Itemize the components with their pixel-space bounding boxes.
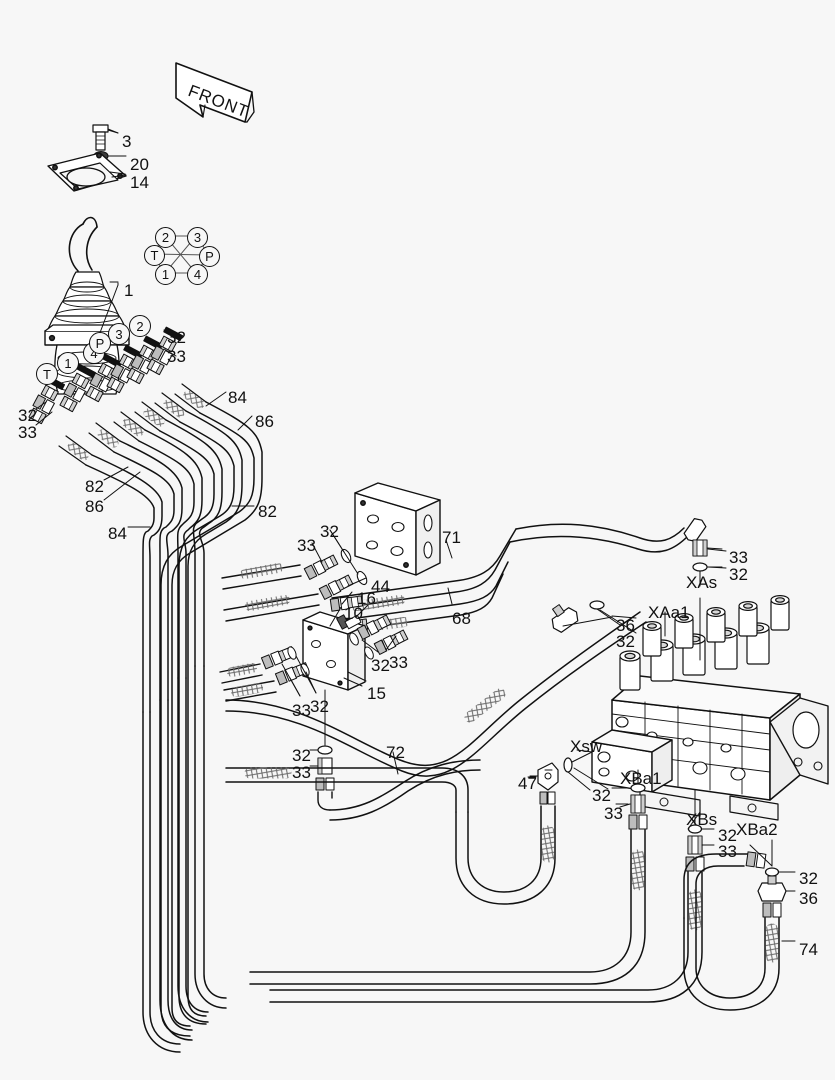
- port-label-xba1: XBa1: [620, 769, 662, 788]
- callout-number: 33: [167, 347, 186, 366]
- callout-number: 72: [386, 743, 405, 762]
- callout-number: 32: [718, 826, 737, 845]
- oring-xaa1: [589, 600, 605, 610]
- callout-number: 71: [442, 528, 461, 547]
- callout-number: 44: [371, 577, 390, 596]
- front-arrow-icon: [175, 62, 255, 123]
- callout-number: 10: [344, 604, 363, 623]
- callout-number: 32: [310, 697, 329, 716]
- callout-number: 32: [729, 565, 748, 584]
- callout-number: 33: [18, 423, 37, 442]
- hose-xsw: [455, 791, 556, 905]
- callout-number: 86: [85, 497, 104, 516]
- port-badge-T: T: [36, 363, 58, 385]
- control-valve-assembly: [591, 595, 829, 821]
- callout-number: 33: [292, 701, 311, 720]
- callout-number: 1: [124, 281, 134, 300]
- callout-number: 36: [616, 616, 635, 635]
- pilot-hose-bundle: [85, 401, 263, 1037]
- callout-number: 32: [592, 786, 611, 805]
- leader-lines: [35, 128, 796, 942]
- callout-number: 47: [518, 774, 537, 793]
- callout-number: 33: [729, 548, 748, 567]
- port-badge-3: 3: [108, 323, 130, 345]
- callout-number: 32: [616, 632, 635, 651]
- callout-number: 33: [718, 842, 737, 861]
- callout-number: 32: [320, 522, 339, 541]
- hose-to-xaa1: [225, 611, 647, 777]
- callout-number: 84: [228, 388, 247, 407]
- port-badge-P: P: [89, 332, 111, 354]
- elbow-part-47: [529, 762, 559, 791]
- callout-number: 82: [85, 477, 104, 496]
- callout-number: 15: [367, 684, 386, 703]
- hose-71-68: [331, 528, 517, 632]
- callout-number: 20: [130, 155, 149, 174]
- callout-number: 36: [799, 889, 818, 908]
- port-label-xaa1: XAa1: [648, 603, 690, 622]
- elbow-part-36: [551, 604, 579, 633]
- callout-number: 14: [130, 173, 149, 192]
- hose-xba1: [249, 769, 648, 985]
- port-badge-2: 2: [129, 315, 151, 337]
- pattern-node-2: 2: [155, 227, 176, 248]
- pattern-node-3: 3: [187, 227, 208, 248]
- callout-number: 84: [108, 524, 127, 543]
- callout-number: 33: [389, 653, 408, 672]
- callout-number: 32: [371, 656, 390, 675]
- callout-number: 32: [167, 328, 186, 347]
- callout-number: 32: [292, 746, 311, 765]
- bolt-part-3: [92, 124, 119, 151]
- port-label-xsw: Xsw: [570, 737, 603, 756]
- port-label-xas: XAs: [686, 573, 718, 592]
- manifold-block-upper: [354, 482, 441, 576]
- callout-number: 32: [18, 406, 37, 425]
- callout-number: 86: [255, 412, 274, 431]
- callout-number: 33: [604, 804, 623, 823]
- pattern-node-1: 1: [155, 264, 176, 285]
- bolt-part-16: [336, 604, 369, 630]
- hose-xba2: [683, 839, 793, 1011]
- joystick-hose-fittings: [28, 326, 184, 425]
- callout-number: 33: [292, 763, 311, 782]
- pattern-node-T: T: [144, 245, 165, 266]
- port-label-xba2: XBa2: [736, 820, 778, 839]
- callout-number: 32: [799, 869, 818, 888]
- callout-number: 68: [452, 609, 471, 628]
- callout-number: 16: [357, 589, 376, 608]
- port-badge-1: 1: [57, 352, 79, 374]
- gasket-plate-part-14: [47, 152, 127, 192]
- callout-number: 3: [122, 132, 132, 151]
- pattern-node-4: 4: [187, 264, 208, 285]
- pattern-node-P: P: [199, 246, 220, 267]
- port-label-xbs: XBs: [686, 810, 718, 829]
- hose-to-xas: [509, 523, 689, 553]
- callout-number: 74: [799, 940, 818, 959]
- callout-number: 82: [258, 502, 277, 521]
- callout-number: 33: [297, 536, 316, 555]
- hose-xbs: [269, 789, 713, 1003]
